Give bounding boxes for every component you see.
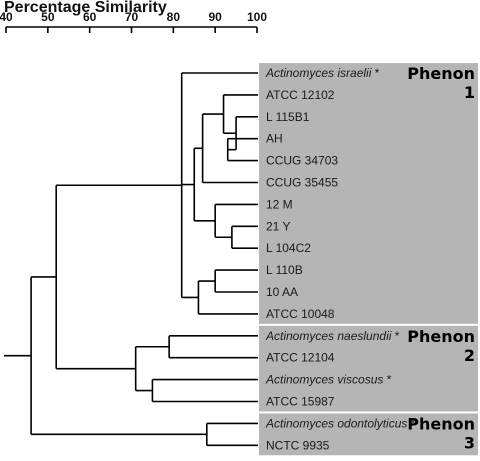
leaf-label: 10 AA — [266, 285, 298, 299]
leaf-label: Actinomyces naeslundii * — [265, 329, 400, 343]
leaf-label: Actinomyces israelii * — [265, 66, 380, 80]
scale-tick-label: 60 — [83, 10, 97, 24]
leaf-label: CCUG 35455 — [266, 176, 338, 190]
phenon-panel — [259, 413, 478, 456]
scale-tick-label: 80 — [167, 10, 181, 24]
scale-tick-label: 70 — [125, 10, 139, 24]
leaf-label: NCTC 9935 — [266, 438, 330, 452]
scale-tick-label: 90 — [208, 10, 222, 24]
leaf-label: Actinomyces viscosus * — [265, 373, 392, 387]
leaf-label: ATCC 15987 — [266, 395, 335, 409]
leaf-label: CCUG 34703 — [266, 154, 338, 168]
phenon-panel — [259, 325, 478, 412]
phenon-label: Phenon — [407, 414, 475, 433]
scale-tick-label: 50 — [41, 10, 55, 24]
leaf-label: ATCC 10048 — [266, 307, 335, 321]
leaf-label: L 104C2 — [266, 241, 311, 255]
leaf-label: AH — [266, 132, 283, 146]
phenon-panel — [259, 63, 478, 324]
phenon-label: Phenon — [407, 327, 475, 346]
phenon-label: Phenon — [407, 64, 475, 83]
leaf-label: L 115B1 — [266, 110, 310, 124]
leaf-label: ATCC 12102 — [266, 88, 335, 102]
leaf-label: Actinomyces odontolyticus * — [265, 416, 416, 430]
scale-tick-label: 40 — [0, 10, 13, 24]
phenon-number: 1 — [464, 83, 475, 102]
scale-title: Percentage Similarity — [4, 0, 167, 16]
phenon-number: 2 — [464, 346, 475, 365]
leaf-label: L 110B — [266, 263, 303, 277]
leaf-label: ATCC 12104 — [266, 351, 335, 365]
leaf-label: 12 M — [266, 197, 293, 211]
scale-tick-label: 100 — [247, 10, 267, 24]
phenon-number: 3 — [464, 433, 475, 452]
leaf-label: 21 Y — [266, 219, 290, 233]
